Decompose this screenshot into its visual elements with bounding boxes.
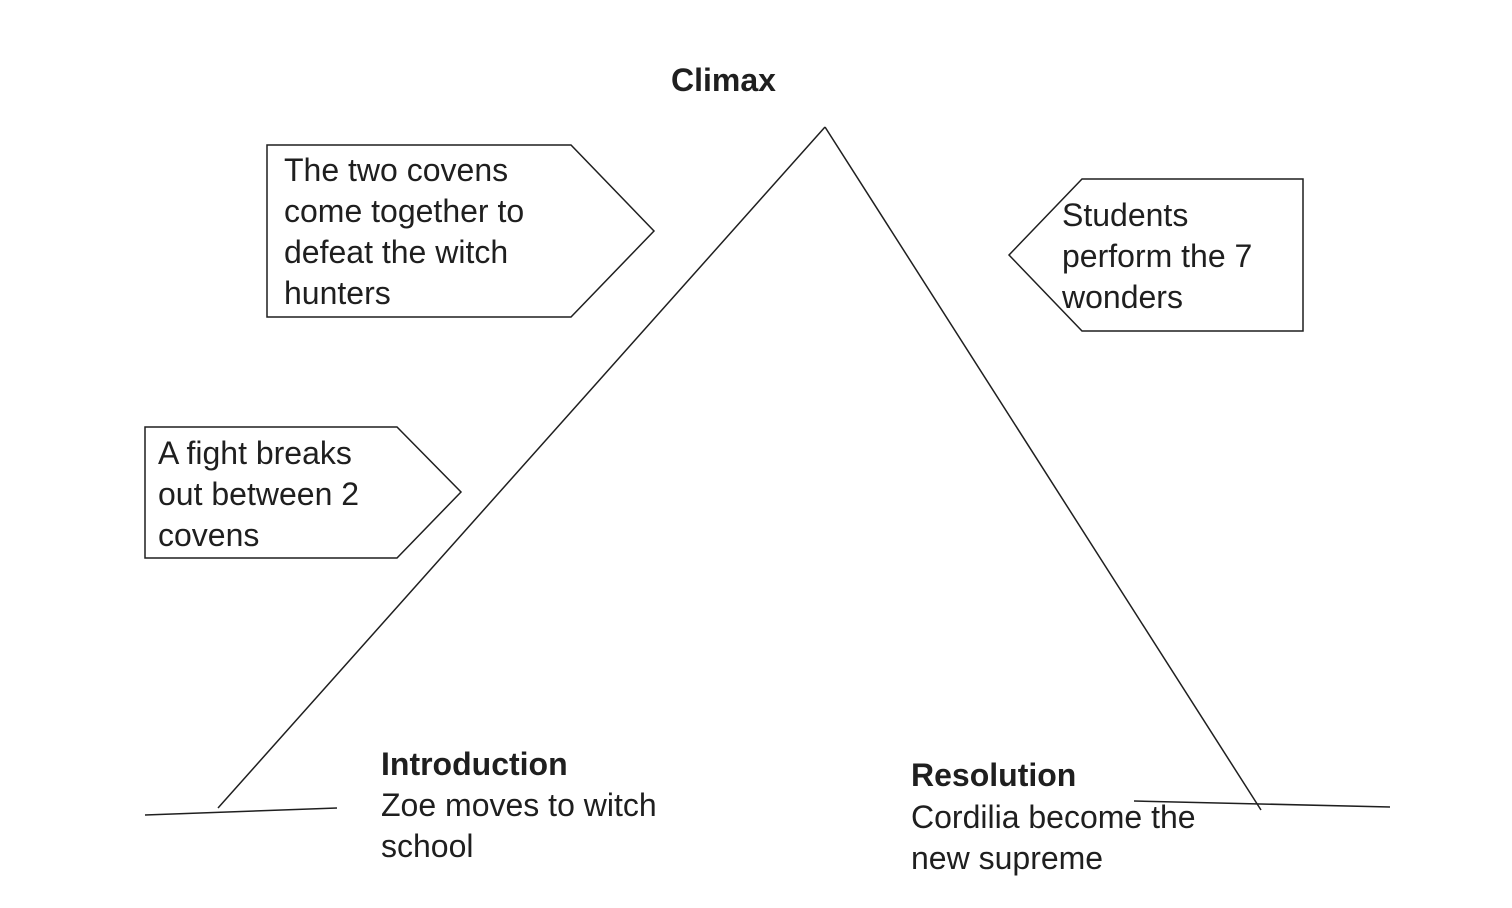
callout-arrow-falling-1 [1007,178,1304,332]
falling-action-line [824,126,1262,811]
baseline-right-line [1133,800,1391,808]
rising-action-2-text: The two covens come together to defeat t… [284,152,525,311]
climax-label: Climax [671,62,776,98]
rising-action-1-text: A fight breaks out between 2 covens [158,435,360,553]
resolution-title: Resolution [911,757,1077,793]
baseline-left-line [144,807,338,816]
resolution-body: Cordilia become the new supreme [911,799,1196,876]
introduction-body: Zoe moves to witch school [381,787,657,864]
introduction-title: Introduction [381,746,568,782]
rising-action-line [217,126,826,809]
callout-arrow-rising-2 [266,144,656,318]
falling-action-1-text: Students perform the 7 wonders [1062,197,1253,315]
callout-arrow-rising-1 [144,426,463,559]
